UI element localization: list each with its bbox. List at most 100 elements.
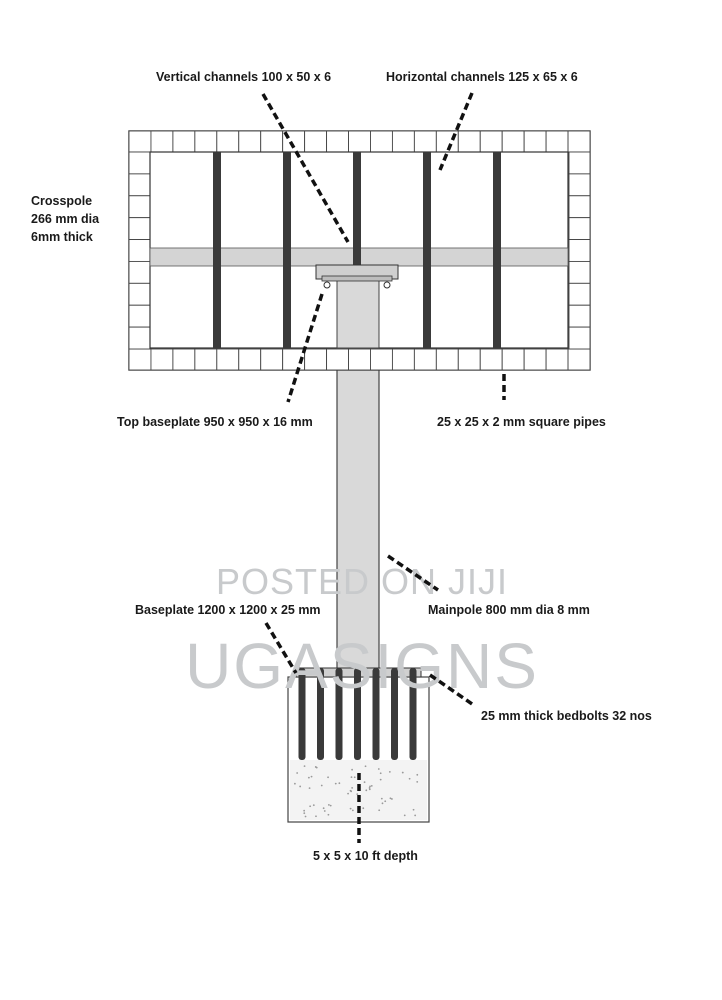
speckle [414,814,417,817]
speckle [294,782,296,785]
speckle [377,768,380,770]
speckle [349,807,352,810]
speckle [364,765,367,768]
square-pipe-cell [128,239,151,262]
square-pipe-cell [150,130,174,153]
speckle [327,776,329,779]
square-pipe-cell [567,130,591,153]
square-pipe-cell [128,260,151,284]
speckle [384,800,387,803]
speckle [327,813,330,816]
square-pipe-cell [128,130,152,153]
speckle [329,804,332,807]
vertical-channel [213,152,221,348]
square-pipe-cell [128,195,151,219]
speckle [303,809,306,812]
speckle [416,773,419,776]
speckle [353,776,356,779]
square-pipe-cell [370,348,393,371]
label-baseplate: Baseplate 1200 x 1200 x 25 mm [135,603,321,617]
square-pipe-cell [194,348,218,371]
square-pipe-cell [128,151,151,175]
leader-baseplate [264,622,298,674]
speckle [362,807,365,810]
speckle [314,766,317,768]
square-pipe-cell [568,260,591,284]
bedbolt [391,668,398,760]
square-pipe-cell [568,151,591,175]
watermark-line1: POSTED ON JIJI [216,561,508,602]
square-pipe-cell [568,304,591,328]
square-pipe-cell [260,348,284,371]
vertical-channel [283,152,291,348]
speckle [351,768,353,771]
square-pipe-cell [568,282,591,306]
bedbolt [335,668,343,760]
square-pipe-cell [501,348,525,371]
speckle [388,770,391,773]
square-pipe-cell [545,348,569,371]
label-bedbolts: 25 mm thick bedbolts 32 nos [481,709,652,723]
square-pipe-cell [545,130,569,153]
square-pipe-cell [568,173,591,197]
speckle [389,797,392,800]
label-horizontal-channels: Horizontal channels 125 x 65 x 6 [386,70,578,84]
square-pipe-cell [216,130,240,153]
square-pipe-cell [568,195,591,219]
square-pipe-cell [479,130,503,153]
speckle [338,782,341,785]
square-pipe-cell [568,326,591,350]
speckle [351,809,354,812]
leader-lines [261,92,506,843]
leader-top-baseplate [286,293,324,403]
square-pipe-cell [128,326,151,350]
square-pipe-cell [216,348,240,371]
speckle [379,778,382,781]
speckle [350,776,353,778]
speckle [351,786,354,789]
speckle [368,788,371,791]
speckle [365,789,368,792]
square-pipe-border [128,130,591,371]
square-pipe-cell [128,348,152,371]
square-pipe-cell [128,173,151,197]
speckle [412,808,415,811]
speckle [304,815,307,818]
speckle [378,809,381,812]
watermark-line2: UGASIGNS [185,630,539,702]
speckle [320,784,323,787]
speckle [349,789,352,792]
square-pipe-cell [568,217,591,241]
speckle [307,776,310,779]
label-crosspole-line1: Crosspole [31,194,92,208]
square-pipe-cell [391,130,415,153]
speckle [380,797,383,800]
square-pipe-cell [523,348,547,371]
square-pipe-cell [391,348,415,371]
leader-mainpole [387,554,439,592]
square-pipe-cell [194,130,218,153]
speckle [363,781,366,784]
square-pipe-cell [304,130,328,153]
square-pipe-cell [413,130,437,153]
top-baseplate [315,264,399,289]
speckle [322,807,325,810]
speckle [347,792,349,795]
vertical-channel [423,152,431,348]
speckle [315,815,317,818]
square-pipe-cell [348,130,371,153]
square-pipe-cell [172,130,196,153]
label-top-baseplate: Top baseplate 950 x 950 x 16 mm [117,415,313,429]
label-crosspole-line3: 6mm thick [31,230,93,244]
bedbolts [298,668,417,760]
square-pipe-cell [435,348,459,371]
speckle [390,798,393,800]
speckle [327,803,330,806]
billboard-frame [128,130,591,371]
square-pipe-cell [479,348,503,371]
label-vertical-channels: Vertical channels 100 x 50 x 6 [156,70,331,84]
square-pipe-cell [568,239,591,262]
label-square-pipes: 25 x 25 x 2 mm square pipes [437,415,606,429]
square-pipe-cell [348,348,371,371]
